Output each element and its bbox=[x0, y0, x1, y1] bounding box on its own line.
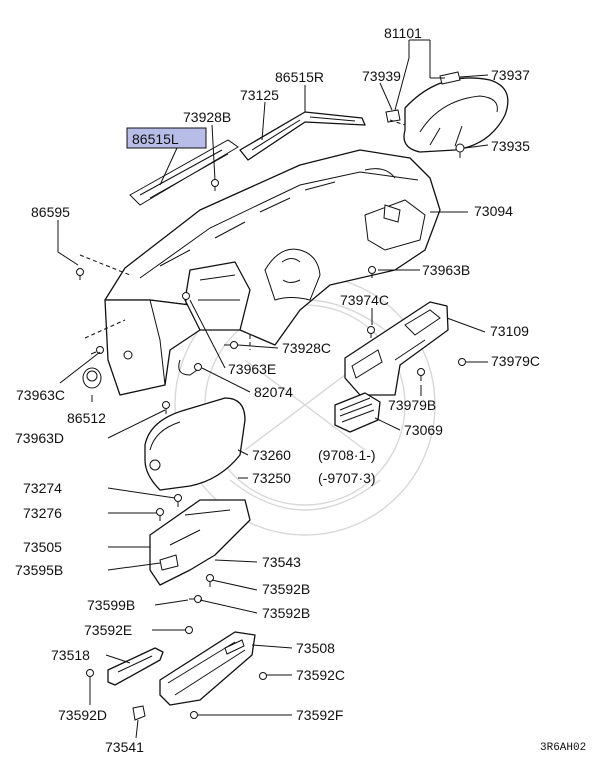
label-86515L: 86515L bbox=[132, 131, 179, 147]
label-73094: 73094 bbox=[474, 203, 513, 219]
bumper-73541 bbox=[132, 705, 146, 721]
cup-86512 bbox=[82, 367, 102, 389]
assembly-lines bbox=[79, 119, 406, 350]
glove-box-frame[interactable] bbox=[149, 499, 251, 586]
leader-lines bbox=[57, 39, 489, 739]
label-73541: 73541 bbox=[105, 739, 144, 755]
label-73250: 73250 bbox=[252, 470, 291, 486]
label-73592F: 73592F bbox=[296, 707, 343, 723]
label-73276: 73276 bbox=[23, 505, 62, 521]
label-73979C: 73979C bbox=[491, 353, 540, 369]
label-86515R: 86515R bbox=[275, 69, 324, 85]
wire-harness-82074 bbox=[178, 359, 201, 376]
clip-73937 bbox=[439, 71, 461, 85]
screw-73935 bbox=[455, 143, 465, 158]
label-73963B: 73963B bbox=[422, 262, 470, 278]
label-82074: 82074 bbox=[254, 384, 293, 400]
label-73963D: 73963D bbox=[15, 430, 64, 446]
label-73935: 73935 bbox=[491, 138, 530, 154]
label-73518: 73518 bbox=[51, 647, 90, 663]
label-73974C: 73974C bbox=[340, 292, 389, 308]
label-73937: 73937 bbox=[491, 67, 530, 83]
label-73979B: 73979B bbox=[388, 397, 436, 413]
side-panel-left[interactable] bbox=[104, 299, 201, 396]
label-73939: 73939 bbox=[362, 68, 401, 84]
label-73274: 73274 bbox=[23, 480, 62, 496]
label-73592B-upper: 73592B bbox=[262, 581, 310, 597]
clip-73939 bbox=[385, 109, 401, 123]
highlight-86515L bbox=[126, 127, 207, 149]
label-73963E: 73963E bbox=[228, 361, 276, 377]
reference-code: 3R6AH02 bbox=[540, 742, 586, 754]
ash-tray[interactable] bbox=[334, 392, 381, 433]
part-labels: 81101 86515R 73939 73937 73125 73928B 86… bbox=[15, 25, 586, 755]
label-73508: 73508 bbox=[296, 640, 335, 656]
glove-box-lid[interactable] bbox=[144, 397, 246, 491]
column-cover[interactable] bbox=[184, 261, 251, 331]
label-73505: 73505 bbox=[23, 539, 62, 555]
label-73109: 73109 bbox=[490, 323, 529, 339]
glove-box[interactable] bbox=[159, 631, 256, 706]
label-73928C: 73928C bbox=[282, 340, 331, 356]
glove-box-latch[interactable] bbox=[107, 647, 164, 686]
label-73260-date: (9708·1-) bbox=[318, 447, 376, 463]
label-73069: 73069 bbox=[404, 422, 443, 438]
label-73592E: 73592E bbox=[84, 622, 132, 638]
label-73543: 73543 bbox=[262, 554, 301, 570]
label-86595: 86595 bbox=[31, 204, 70, 220]
label-73260: 73260 bbox=[252, 447, 291, 463]
label-86512: 86512 bbox=[67, 410, 106, 426]
label-73592C: 73592C bbox=[296, 667, 345, 683]
label-73125: 73125 bbox=[240, 87, 279, 103]
label-73592B-lower: 73592B bbox=[262, 605, 310, 621]
label-73595B: 73595B bbox=[15, 562, 63, 578]
label-73250-date: (-9707·3) bbox=[318, 470, 376, 486]
label-73592D: 73592D bbox=[58, 707, 107, 723]
defroster-garnish-left[interactable] bbox=[129, 139, 239, 206]
label-73963C: 73963C bbox=[16, 387, 65, 403]
label-81101: 81101 bbox=[384, 25, 422, 41]
center-panel[interactable] bbox=[344, 301, 449, 396]
label-73599B: 73599B bbox=[87, 597, 135, 613]
label-73928B: 73928B bbox=[183, 109, 231, 125]
